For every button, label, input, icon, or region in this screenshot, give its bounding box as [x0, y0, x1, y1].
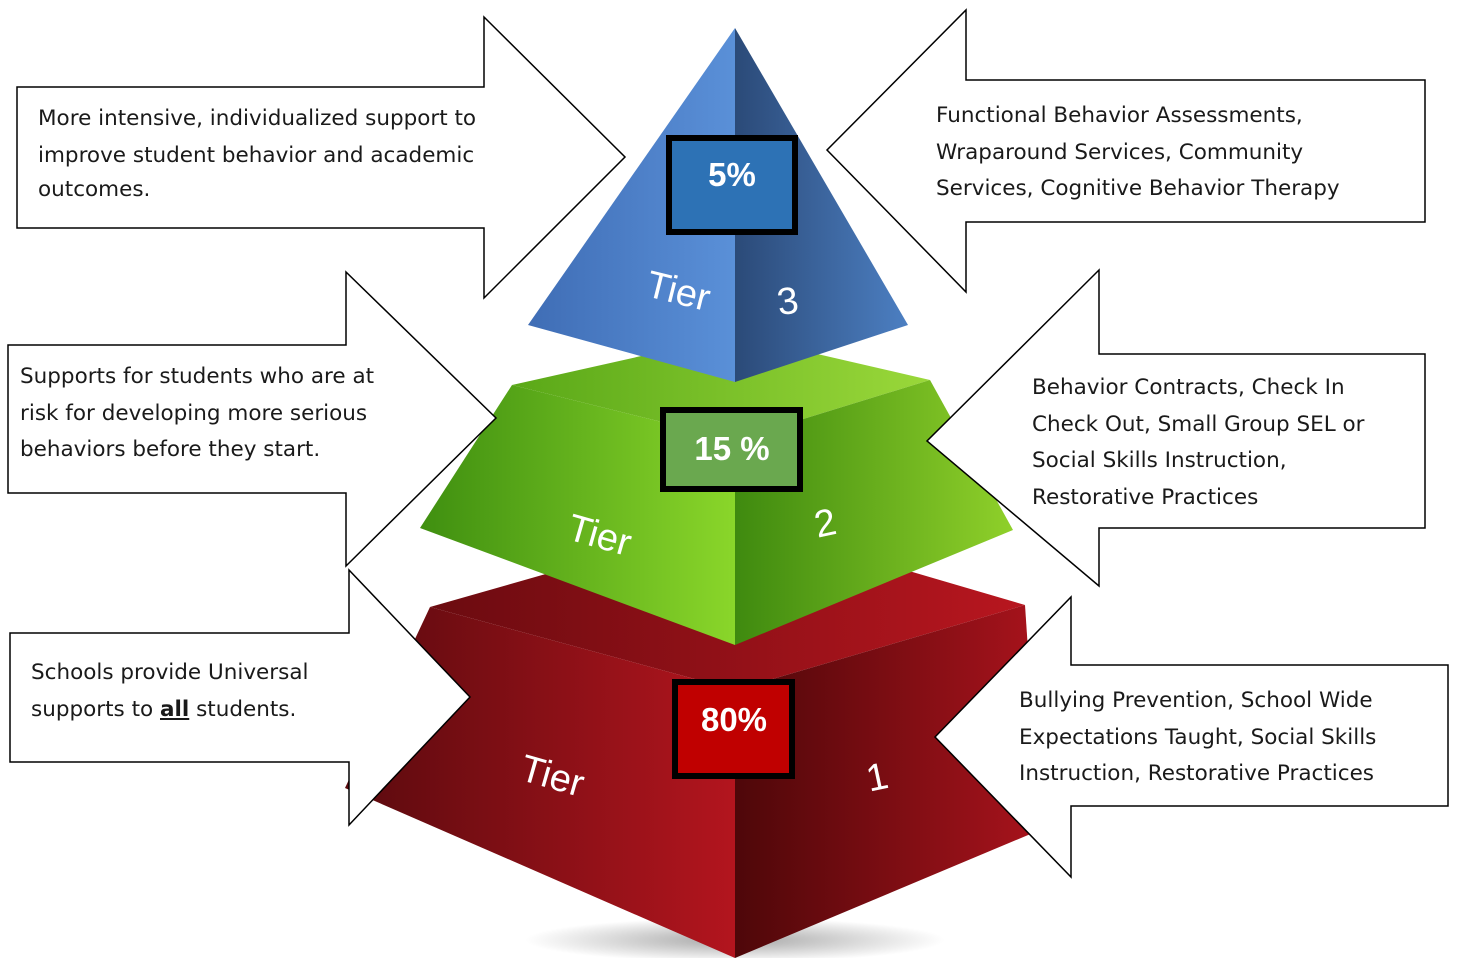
callout-line: Wraparound Services, Community — [936, 139, 1304, 165]
tier-2-top-face — [512, 335, 930, 440]
tier-1-right-arrow — [933, 595, 1449, 879]
tier-3-left-arrow — [16, 15, 627, 300]
tier-3-percent-box: 5% — [666, 135, 798, 235]
callout-line: Services, Cognitive Behavior Therapy — [936, 176, 1340, 201]
tier-2-left-arrow — [7, 270, 498, 568]
callout-line: supports to all students. — [31, 692, 308, 729]
callout-line: More intensive, individualized support t… — [38, 106, 477, 131]
callout-line-suffix: students. — [189, 696, 297, 722]
callout-line: Schools provide Universal — [31, 660, 309, 685]
tier-1-percent: 80% — [701, 701, 767, 738]
callout-line: outcomes. — [38, 177, 151, 202]
tier-1-left-arrow — [9, 568, 472, 827]
callout-line: Social Skills Instruction, — [1032, 448, 1287, 473]
callout-line: Instruction, Restorative Practices — [1019, 761, 1375, 786]
tier-1-right-callout: Bullying Prevention, School Wide Expecta… — [1019, 683, 1376, 793]
tier-2-right-callout: Behavior Contracts, Check In Check Out, … — [1032, 370, 1365, 516]
callout-line: Supports for students who are at — [20, 364, 375, 389]
callout-line-prefix: supports to — [31, 696, 160, 722]
tier-3-percent: 5% — [708, 156, 756, 193]
callout-line: behaviors before they start. — [20, 437, 321, 462]
callout-line: Check Out, Small Group SEL or — [1032, 411, 1365, 437]
tier-2-left-face — [420, 385, 735, 645]
callout-line: improve student behavior and academic — [38, 142, 475, 168]
tier-1-percent-box: 80% — [672, 679, 795, 779]
callout-line: Bullying Prevention, School Wide — [1019, 688, 1373, 713]
tier-3-block — [528, 28, 908, 382]
callout-line: Functional Behavior Assessments, — [936, 103, 1303, 128]
tier-3-left-callout: More intensive, individualized support t… — [38, 101, 476, 209]
tier-1-right-face — [735, 605, 1040, 958]
tier-1-left-callout: Schools provide Universal supports to al… — [31, 655, 308, 728]
callout-line: Behavior Contracts, Check In — [1032, 375, 1345, 400]
tier-2-percent-box: 15 % — [660, 407, 803, 492]
tier-3-right-arrow — [825, 8, 1426, 294]
tier-2-left-callout: Supports for students who are at risk fo… — [20, 359, 374, 469]
tier-2-percent: 15 % — [694, 430, 769, 467]
callout-line: Restorative Practices — [1032, 484, 1259, 510]
emphasis-all: all — [160, 696, 190, 722]
tier-3-right-callout: Functional Behavior Assessments, Wraparo… — [936, 98, 1340, 208]
tier-2-right-arrow — [925, 268, 1426, 588]
callout-line: Expectations Taught, Social Skills — [1019, 724, 1377, 750]
callout-line: risk for developing more serious — [20, 400, 368, 426]
tier-3-left-face — [528, 28, 735, 382]
tier-3-right-face — [735, 28, 908, 382]
